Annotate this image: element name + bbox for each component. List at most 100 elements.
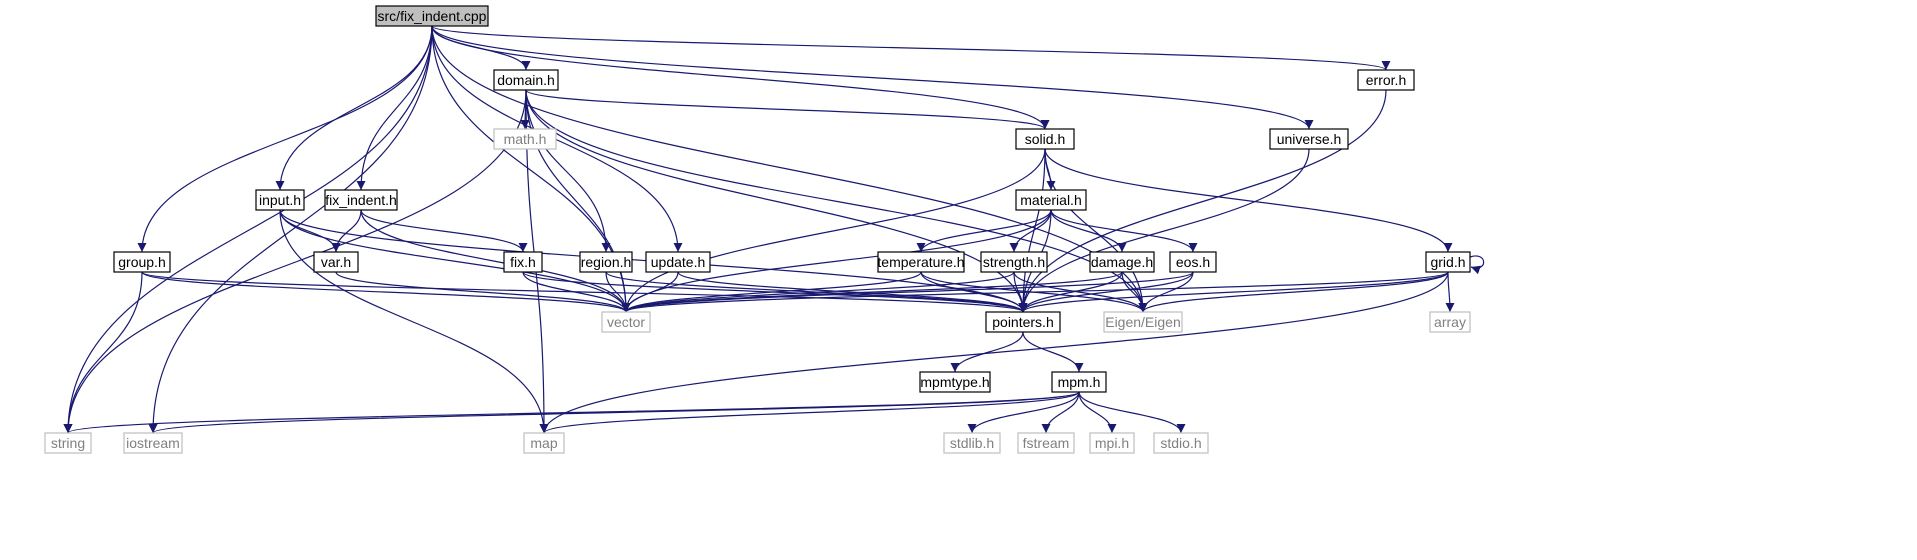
node-region_h[interactable]: region.h (579, 251, 633, 273)
node-label: universe.h (1277, 131, 1342, 147)
node-box (919, 371, 991, 393)
node-fix_h[interactable]: fix.h (503, 251, 543, 273)
edge-input_h-to-map (279, 209, 549, 434)
node-universe_h[interactable]: universe.h (1269, 128, 1349, 150)
node-label: math.h (504, 131, 547, 147)
node-pointers_h[interactable]: pointers.h (985, 311, 1061, 333)
node-eos_h[interactable]: eos.h (1169, 251, 1217, 273)
edge-group_h-to-vector (141, 271, 631, 313)
node-label: iostream (126, 435, 180, 451)
edge-mpm_h-to-iostream (148, 391, 1080, 434)
edge-domain_h-to-vector (525, 89, 631, 313)
edge-grid_h-to-eigen (1138, 271, 1449, 313)
node-group_h[interactable]: group.h (113, 251, 171, 273)
node-grid_h[interactable]: grid.h (1425, 251, 1471, 273)
edge-fix_indent_cpp-to-solid_h (431, 25, 1050, 130)
node-box (123, 432, 183, 454)
node-box (493, 128, 557, 150)
node-label: stdlib.h (950, 435, 994, 451)
node-box (1169, 251, 1217, 273)
node-solid_h[interactable]: solid.h (1015, 128, 1075, 150)
node-var_h[interactable]: var.h (313, 251, 359, 273)
edge-fix_indent_cpp-to-error_h (431, 25, 1391, 71)
edge-fix_indent_cpp-to-fix_indent_h (356, 25, 433, 191)
node-box (645, 251, 711, 273)
node-box (1015, 128, 1075, 150)
node-vector[interactable]: vector (601, 311, 651, 333)
node-label: strength.h (983, 254, 1045, 270)
edge-fix_indent_h-to-var_h (331, 209, 362, 253)
node-label: mpmtype.h (920, 374, 989, 390)
edge-eos_h-to-vector (621, 271, 1194, 313)
node-box (943, 432, 1001, 454)
node-label: temperature.h (877, 254, 964, 270)
edge-material_h-to-eos_h (1050, 209, 1198, 253)
node-iostream[interactable]: iostream (123, 432, 183, 454)
node-array[interactable]: array (1429, 311, 1471, 333)
node-math_h[interactable]: math.h (493, 128, 557, 150)
edge-material_h-to-temperature_h (916, 209, 1052, 253)
node-material_h[interactable]: material.h (1015, 189, 1087, 211)
node-fix_indent_cpp[interactable]: src/fix_indent.cpp (375, 5, 489, 27)
node-box (1089, 251, 1155, 273)
node-domain_h[interactable]: domain.h (493, 69, 559, 91)
edges-layer (63, 25, 1485, 434)
edge-group_h-to-string (63, 271, 143, 434)
edge-material_h-to-damage_h (1050, 209, 1127, 253)
node-label: fstream (1023, 435, 1070, 451)
node-box (1015, 189, 1087, 211)
node-box (255, 189, 305, 211)
edge-mpm_h-to-stdio_h (1078, 391, 1186, 434)
edge-fix_indent_cpp-to-group_h (137, 25, 433, 253)
node-label: update.h (651, 254, 706, 270)
node-label: array (1434, 314, 1466, 330)
node-map[interactable]: map (523, 432, 565, 454)
node-label: var.h (321, 254, 351, 270)
node-string[interactable]: string (44, 432, 92, 454)
edge-update_h-to-pointers_h (677, 271, 1028, 313)
edge-mpm_h-to-fstream (1041, 391, 1080, 434)
node-temperature_h[interactable]: temperature.h (877, 251, 965, 273)
edge-grid_h-to-array (1445, 271, 1455, 313)
node-box (324, 189, 398, 211)
edge-group_h-to-pointers_h (141, 271, 1028, 313)
node-damage_h[interactable]: damage.h (1089, 251, 1155, 273)
node-fstream[interactable]: fstream (1017, 432, 1075, 454)
node-box (493, 69, 559, 91)
node-stdlib_h[interactable]: stdlib.h (943, 432, 1001, 454)
node-label: error.h (1366, 72, 1406, 88)
edge-input_h-to-vector (279, 209, 631, 313)
node-update_h[interactable]: update.h (645, 251, 711, 273)
nodes-layer: src/fix_indent.cpp domain.h error.h univers… (44, 5, 1471, 454)
node-mpi_h[interactable]: mpi.h (1089, 432, 1135, 454)
node-label: material.h (1020, 192, 1081, 208)
node-label: vector (607, 314, 645, 330)
node-mpm_h[interactable]: mpm.h (1051, 371, 1107, 393)
node-box (1425, 251, 1471, 273)
edge-grid_h-to-pointers_h (1018, 271, 1449, 313)
edge-pointers_h-to-mpm_h (1022, 331, 1084, 373)
node-box (1089, 432, 1135, 454)
node-mpmtype_h[interactable]: mpmtype.h (919, 371, 991, 393)
node-fix_indent_h[interactable]: fix_indent.h (324, 189, 398, 211)
edge-eos_h-to-eigen (1138, 271, 1194, 313)
node-box (601, 311, 651, 333)
node-eigen[interactable]: Eigen/Eigen (1103, 311, 1183, 333)
edge-mpm_h-to-map (539, 391, 1080, 434)
edge-domain_h-to-solid_h (525, 89, 1050, 130)
node-label: grid.h (1430, 254, 1465, 270)
edge-fix_indent_h-to-vector (360, 209, 631, 313)
edge-domain_h-to-pointers_h (525, 89, 1028, 313)
edge-fix_indent_cpp-to-iostream (148, 25, 433, 434)
node-error_h[interactable]: error.h (1357, 69, 1415, 91)
node-label: src/fix_indent.cpp (378, 8, 487, 24)
edge-strength_h-to-eigen (1013, 271, 1148, 313)
node-box (523, 432, 565, 454)
node-stdio_h[interactable]: stdio.h (1153, 432, 1209, 454)
node-strength_h[interactable]: strength.h (980, 251, 1048, 273)
node-label: stdio.h (1160, 435, 1201, 451)
node-input_h[interactable]: input.h (255, 189, 305, 211)
edge-mpm_h-to-mpi_h (1078, 391, 1117, 434)
edge-solid_h-to-eigen (1044, 148, 1148, 313)
